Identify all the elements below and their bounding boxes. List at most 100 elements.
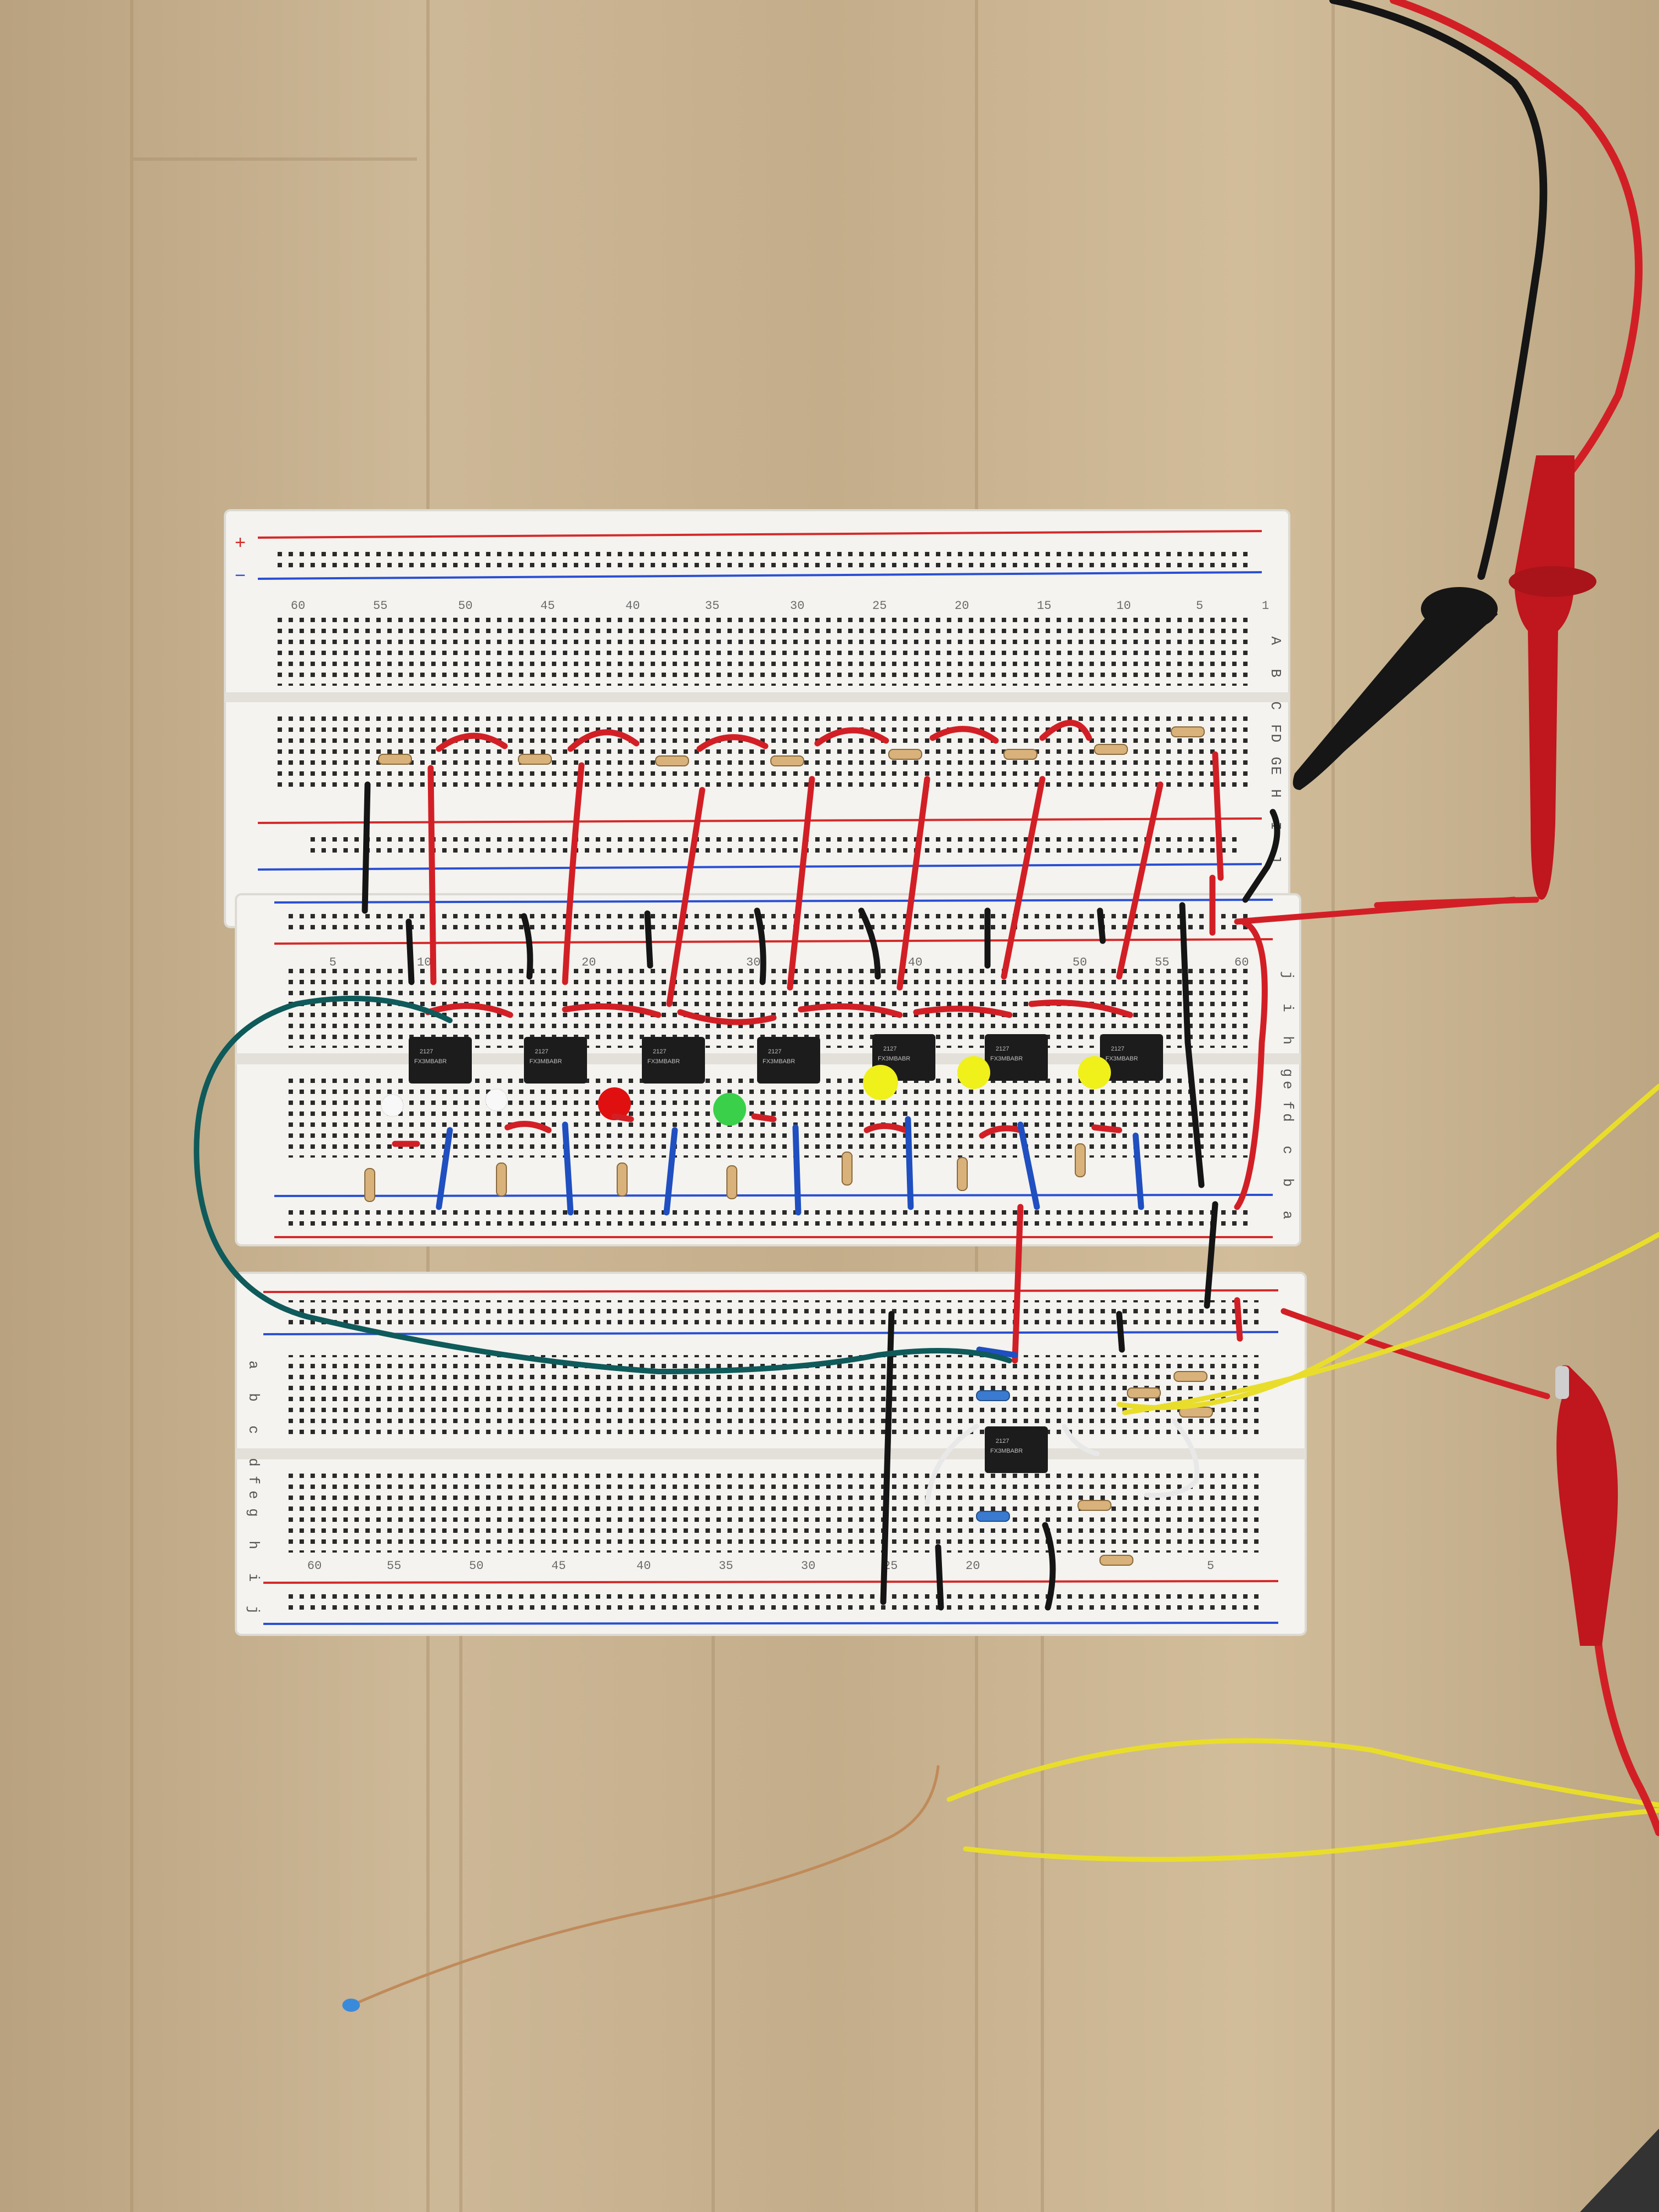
svg-text:30: 30: [801, 1559, 815, 1573]
svg-text:20: 20: [966, 1559, 980, 1573]
black-probe-hook: [1293, 595, 1498, 790]
svg-text:40: 40: [625, 599, 640, 613]
led-clear: [485, 1088, 508, 1111]
svg-text:FX3MBABR: FX3MBABR: [763, 1058, 795, 1065]
svg-text:5: 5: [1207, 1559, 1214, 1573]
breadboard-top: + − 60 55 50 45 40 35 30 25 20 15 10 5 1…: [224, 509, 1290, 928]
svg-text:60: 60: [291, 599, 305, 613]
resistor: [888, 749, 922, 760]
resistor: [1173, 1371, 1207, 1382]
svg-text:20: 20: [582, 956, 596, 969]
resistor: [1077, 1500, 1111, 1511]
svg-text:55: 55: [373, 599, 387, 613]
resistor: [770, 755, 804, 766]
resistors: [364, 726, 1213, 1566]
resistor: [976, 1511, 1010, 1522]
resistor: [1099, 1555, 1133, 1566]
svg-text:55: 55: [387, 1559, 401, 1573]
svg-text:FX3MBABR: FX3MBABR: [414, 1058, 447, 1065]
svg-text:60: 60: [1234, 956, 1249, 969]
resistor: [378, 754, 412, 765]
column-numbers-middle: 5 10 20 30 40 50 55 60: [329, 956, 1249, 969]
resistor: [496, 1163, 507, 1197]
svg-text:2127: 2127: [768, 1048, 781, 1055]
svg-text:45: 45: [540, 599, 555, 613]
resistor: [842, 1152, 853, 1186]
jumper-wires: [194, 0, 1659, 2010]
rail-plus-label: +: [235, 532, 246, 553]
svg-text:1: 1: [1262, 599, 1269, 613]
svg-text:60: 60: [307, 1559, 321, 1573]
svg-text:2127: 2127: [535, 1048, 548, 1055]
thermistor-bead: [342, 1999, 360, 2012]
rail-minus-label: −: [235, 565, 246, 586]
row-letters-bottom-upper: a b c d e: [245, 1361, 262, 1506]
svg-text:2127: 2127: [420, 1048, 433, 1055]
svg-text:FX3MBABR: FX3MBABR: [1105, 1056, 1138, 1062]
row-letters-middle-lower: e d c b a: [1279, 1081, 1296, 1227]
svg-text:55: 55: [1155, 956, 1169, 969]
svg-text:40: 40: [908, 956, 922, 969]
svg-text:50: 50: [1073, 956, 1087, 969]
svg-text:35: 35: [719, 1559, 733, 1573]
svg-text:25: 25: [872, 599, 887, 613]
led-red: [598, 1087, 631, 1120]
led-yellow: [863, 1065, 898, 1100]
svg-text:45: 45: [551, 1559, 566, 1573]
led-green: [713, 1093, 746, 1126]
svg-text:40: 40: [636, 1559, 651, 1573]
svg-text:50: 50: [458, 599, 472, 613]
svg-text:5: 5: [1196, 599, 1203, 613]
resistor: [726, 1165, 737, 1199]
row-letters-middle-upper: j i h g f: [1279, 971, 1296, 1117]
svg-text:15: 15: [1037, 599, 1051, 613]
resistor: [1094, 744, 1128, 755]
resistor: [364, 1168, 375, 1202]
svg-text:10: 10: [1116, 599, 1131, 613]
svg-text:FX3MBABR: FX3MBABR: [529, 1058, 562, 1065]
svg-text:30: 30: [746, 956, 760, 969]
svg-text:FX3MBABR: FX3MBABR: [990, 1448, 1023, 1454]
svg-text:2127: 2127: [883, 1046, 896, 1052]
tool-handle: [1580, 2129, 1659, 2212]
resistor: [518, 754, 552, 765]
led-yellow: [1078, 1056, 1111, 1089]
resistor: [1171, 726, 1205, 737]
svg-text:20: 20: [955, 599, 969, 613]
svg-text:FX3MBABR: FX3MBABR: [990, 1056, 1023, 1062]
led-clear: [381, 1094, 404, 1117]
column-numbers: 60 55 50 45 40 35 30 25 20 15 10 5 1: [291, 599, 1269, 613]
resistor: [617, 1163, 628, 1197]
resistor: [1003, 749, 1037, 760]
resistor: [1075, 1143, 1086, 1177]
svg-text:2127: 2127: [996, 1046, 1009, 1052]
row-letters-upper: A B C D E: [1267, 636, 1284, 782]
svg-text:10: 10: [417, 956, 431, 969]
svg-text:2127: 2127: [1111, 1046, 1124, 1052]
svg-text:30: 30: [790, 599, 804, 613]
resistor: [1127, 1387, 1161, 1398]
led-yellow: [957, 1056, 990, 1089]
breadboard-bottom: 60 55 50 45 40 35 30 25 20 5 a b c d e f…: [235, 1272, 1307, 1636]
svg-text:50: 50: [469, 1559, 483, 1573]
red-alligator-clip: [1556, 1365, 1618, 1646]
row-letters-bottom-lower: f g h i j: [245, 1476, 262, 1622]
test-hook-probes: [1293, 455, 1618, 1646]
svg-text:2127: 2127: [653, 1048, 666, 1055]
svg-text:5: 5: [329, 956, 336, 969]
svg-text:FX3MBABR: FX3MBABR: [878, 1056, 910, 1062]
resistor: [976, 1390, 1010, 1401]
svg-text:FX3MBABR: FX3MBABR: [647, 1058, 680, 1065]
resistor: [655, 755, 689, 766]
svg-text:35: 35: [705, 599, 719, 613]
leds: [381, 1056, 1111, 1126]
